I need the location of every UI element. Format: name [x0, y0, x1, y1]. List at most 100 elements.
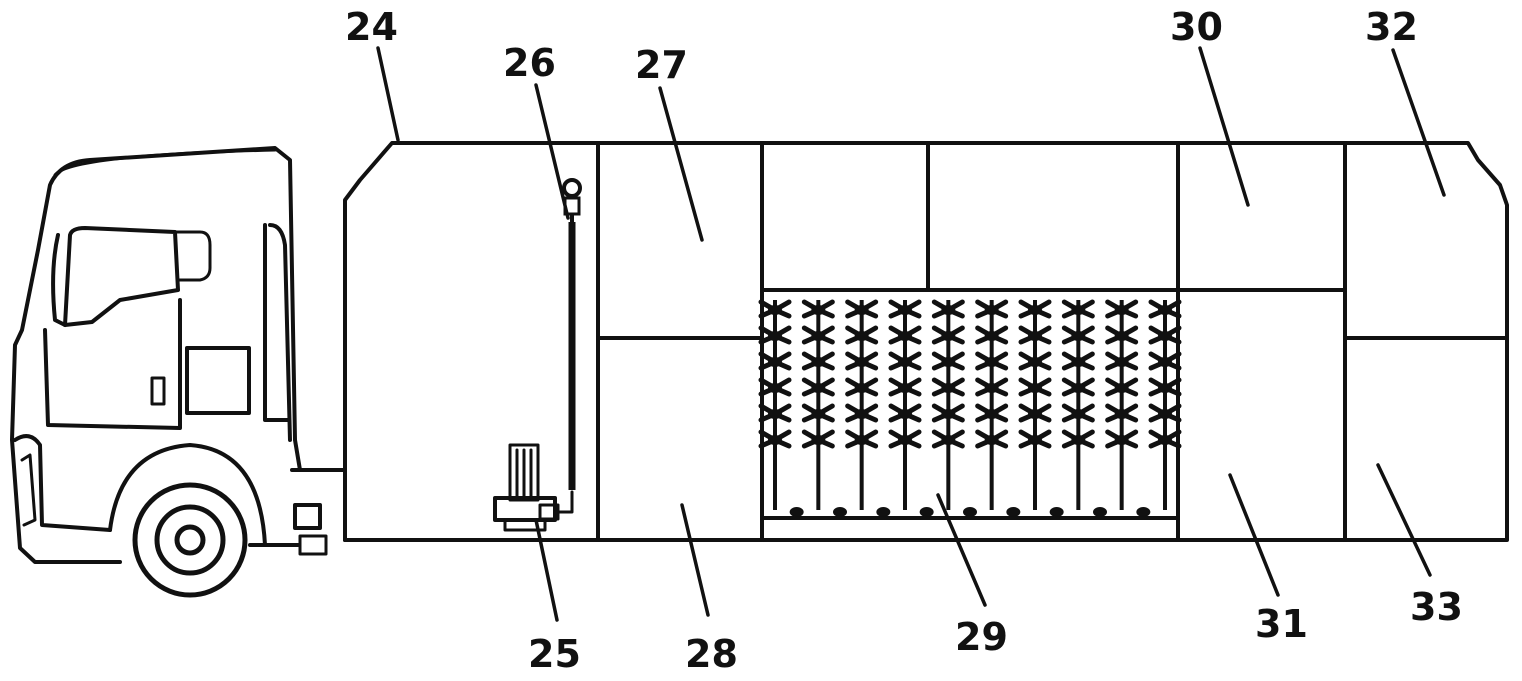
plant-node [811, 383, 826, 393]
window-frame [173, 230, 212, 282]
leader-28 [680, 503, 710, 617]
plant-node [984, 435, 999, 445]
plant-node [768, 383, 782, 393]
plant-node [1071, 357, 1086, 367]
plant-node [1158, 357, 1172, 367]
plant-node [1071, 331, 1086, 341]
label-26: 26 [503, 41, 556, 85]
label-33: 33 [1410, 585, 1463, 629]
plant-node [768, 305, 782, 315]
step-box [290, 468, 347, 542]
plant-node [1028, 357, 1042, 367]
plant-node [941, 357, 956, 367]
plant-node [941, 435, 956, 445]
chassis-part [298, 534, 328, 556]
cab-pillar [263, 223, 290, 422]
plant-node [854, 305, 869, 315]
plant-node [1071, 305, 1086, 315]
headlight [20, 453, 37, 527]
base-node [789, 507, 804, 517]
label-32: 32 [1365, 5, 1418, 49]
plant-node [811, 305, 826, 315]
leader-25 [534, 518, 559, 622]
plant-node [984, 383, 999, 393]
leader-29 [936, 493, 987, 607]
plant-node [768, 331, 782, 341]
front-bumper [13, 434, 112, 532]
plant-node [1028, 435, 1042, 445]
plant-node [898, 331, 912, 341]
plant-grid [758, 299, 1182, 517]
label-31: 31 [1255, 602, 1308, 646]
plant-node [941, 331, 956, 341]
plant-node [854, 409, 869, 419]
plant-node [898, 357, 912, 367]
plant-node [1028, 305, 1042, 315]
leader-32 [1391, 48, 1446, 197]
leader-27 [658, 86, 704, 242]
plant-node [768, 357, 782, 367]
door-handle [150, 376, 166, 406]
plant-node [1114, 409, 1129, 419]
base-node [833, 507, 847, 517]
plant-node [768, 409, 782, 419]
label-30: 30 [1170, 5, 1223, 49]
label-27: 27 [635, 43, 688, 87]
pipe-nozzle [562, 178, 582, 490]
plant-node [811, 357, 826, 367]
plant-node [1028, 331, 1042, 341]
plant-node [1071, 383, 1086, 393]
base-node [1136, 507, 1151, 517]
plant-node [898, 305, 912, 315]
body-outline [343, 141, 1509, 542]
plant-node [984, 305, 999, 315]
plant-node [898, 435, 912, 445]
plant-node [1114, 357, 1129, 367]
plant-node [1114, 331, 1129, 341]
plant-node [768, 435, 782, 445]
front-wheel [132, 482, 248, 598]
base-node [1093, 507, 1107, 517]
plant-node [941, 305, 956, 315]
plant-node [1071, 435, 1086, 445]
base-node [876, 507, 891, 517]
plant-node [854, 383, 869, 393]
plant-node [1158, 383, 1172, 393]
label-29: 29 [955, 615, 1008, 659]
leader-31 [1228, 473, 1280, 597]
label-28: 28 [685, 632, 738, 676]
side-window [63, 226, 180, 327]
plant-node [1158, 435, 1172, 445]
plant-node [811, 409, 826, 419]
label-25: 25 [528, 632, 581, 676]
plant-node [984, 331, 999, 341]
base-node [1049, 507, 1064, 517]
vehicle-body [343, 141, 1509, 542]
plant-node [898, 409, 912, 419]
plant-node [941, 409, 956, 419]
base-node [1006, 507, 1021, 517]
plant-node [811, 435, 826, 445]
plant-node [941, 383, 956, 393]
wheel-arch [108, 443, 267, 547]
mirror [51, 233, 67, 327]
cab-rear-pillar [268, 223, 292, 442]
plant-node [898, 383, 912, 393]
plant-node [1028, 409, 1042, 419]
plant-node [984, 409, 999, 419]
truck-cab [10, 146, 347, 564]
plant-node [1158, 305, 1172, 315]
plant-node [1158, 331, 1172, 341]
leader-30 [1198, 46, 1250, 207]
plant-node [1114, 383, 1129, 393]
plant-node [1158, 409, 1172, 419]
door-panel [185, 346, 251, 415]
plant-node [1028, 383, 1042, 393]
pump-unit [493, 443, 574, 532]
leader-33 [1376, 463, 1432, 577]
base-node [963, 507, 977, 517]
leader-26 [534, 83, 570, 220]
plant-node [1114, 305, 1129, 315]
plant-node [854, 435, 869, 445]
